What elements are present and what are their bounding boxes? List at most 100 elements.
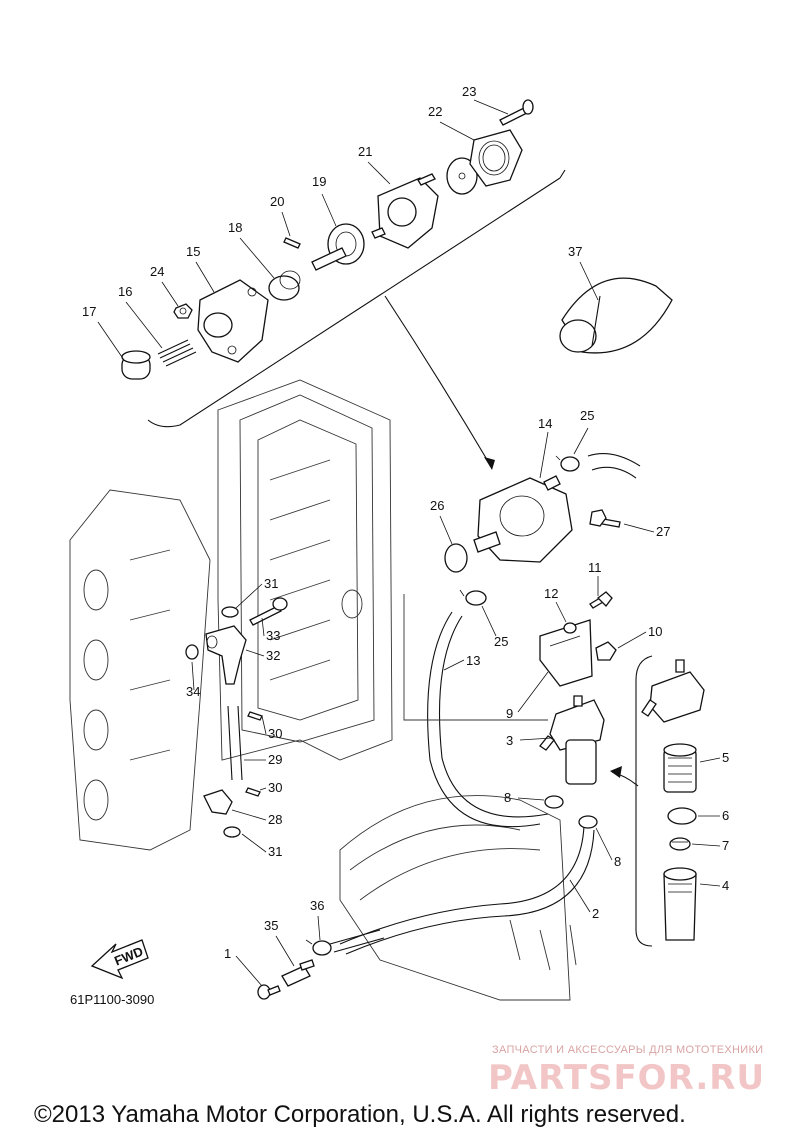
callout-36[interactable]: 36 — [310, 898, 324, 913]
callout-18[interactable]: 18 — [228, 220, 242, 235]
bottom-cowling — [339, 795, 577, 1001]
part-26-oring — [444, 543, 468, 573]
part-23-screw — [499, 99, 534, 126]
part-6-oring — [667, 807, 697, 825]
callout-1[interactable]: 1 — [224, 946, 231, 961]
watermark-site: PARTSFOR.RU — [488, 1058, 766, 1098]
part-36-clip — [305, 939, 332, 956]
callout-28[interactable]: 28 — [268, 812, 282, 827]
leader-line — [691, 843, 721, 847]
leader-line — [235, 583, 263, 609]
callout-30a[interactable]: 30 — [268, 726, 282, 741]
fwd-arrow[interactable]: FWD — [90, 939, 149, 980]
callout-6[interactable]: 6 — [722, 808, 729, 823]
part-31-washer-top — [221, 606, 239, 618]
callout-11[interactable]: 11 — [588, 560, 602, 575]
leader-line — [231, 809, 267, 821]
callout-31b[interactable]: 31 — [268, 844, 282, 859]
callout-33[interactable]: 33 — [266, 628, 280, 643]
callout-23[interactable]: 23 — [462, 84, 476, 99]
callout-10[interactable]: 10 — [648, 624, 662, 639]
leader-line — [569, 879, 591, 913]
check-valve-disk — [446, 157, 478, 195]
part-25-clip-lower — [459, 589, 487, 606]
callout-26[interactable]: 26 — [430, 498, 444, 513]
part-14-fuel-pump — [473, 475, 573, 563]
leader-line — [367, 161, 391, 185]
part-5-element — [663, 743, 697, 793]
callout-34[interactable]: 34 — [186, 684, 200, 699]
callout-35[interactable]: 35 — [264, 918, 278, 933]
detail-arrow — [384, 295, 493, 469]
part-15-cover — [197, 279, 269, 363]
part-4-cup — [663, 867, 697, 941]
leader-line — [579, 261, 599, 301]
filter-detail-bracket — [635, 655, 653, 947]
leader-line — [259, 787, 267, 791]
callout-27[interactable]: 27 — [656, 524, 670, 539]
callout-16[interactable]: 16 — [118, 284, 132, 299]
callout-21[interactable]: 21 — [358, 144, 372, 159]
callout-15[interactable]: 15 — [186, 244, 200, 259]
leader-line — [317, 915, 321, 941]
leader-line — [191, 661, 195, 691]
leader-line — [97, 321, 125, 361]
part-27-bolt — [589, 509, 621, 528]
callout-37[interactable]: 37 — [568, 244, 582, 259]
leader-line — [623, 523, 655, 533]
copyright-notice: ©2013 Yamaha Motor Corporation, U.S.A. A… — [34, 1101, 686, 1128]
leader-line — [573, 427, 589, 455]
callout-22[interactable]: 22 — [428, 104, 442, 119]
part-33-bolt — [249, 597, 288, 626]
callout-13[interactable]: 13 — [466, 653, 480, 668]
callout-3[interactable]: 3 — [506, 733, 513, 748]
leader-line — [281, 211, 291, 237]
callout-25a[interactable]: 25 — [580, 408, 594, 423]
part-37-sleeve — [559, 277, 673, 354]
callout-9[interactable]: 9 — [506, 706, 513, 721]
part-16-spring — [157, 339, 197, 367]
leader-line — [195, 261, 215, 293]
diagram-code: 61P1100-3090 — [70, 992, 155, 1007]
callout-19[interactable]: 19 — [312, 174, 326, 189]
part-19-diaphragm — [311, 223, 365, 271]
callout-14[interactable]: 14 — [538, 416, 552, 431]
callout-4[interactable]: 4 — [722, 878, 729, 893]
part-21-body — [371, 173, 439, 249]
callout-8a[interactable]: 8 — [504, 790, 511, 805]
callout-31a[interactable]: 31 — [264, 576, 278, 591]
part-35-fitting — [281, 959, 315, 987]
detail-bracket — [147, 177, 561, 428]
cylinder-head — [69, 489, 211, 851]
callout-30b[interactable]: 30 — [268, 780, 282, 795]
callout-24[interactable]: 24 — [150, 264, 164, 279]
leader-line — [481, 605, 497, 637]
part-8-clip-a — [544, 795, 564, 809]
callout-7[interactable]: 7 — [722, 838, 729, 853]
part-24-nut — [173, 303, 193, 319]
callout-8b[interactable]: 8 — [614, 854, 621, 869]
callout-5[interactable]: 5 — [722, 750, 729, 765]
part-11-bolt — [589, 591, 613, 609]
cylinder-block — [217, 379, 393, 761]
leader-line — [617, 631, 647, 649]
leader-line — [473, 99, 509, 115]
part-2-hose — [339, 825, 585, 945]
leader-line — [275, 935, 295, 967]
callout-17[interactable]: 17 — [82, 304, 96, 319]
part-25-clip-upper — [555, 455, 580, 472]
callout-12[interactable]: 12 — [544, 586, 558, 601]
leader-line — [443, 659, 465, 671]
leader-line — [439, 515, 453, 545]
filter-cap-detail — [641, 659, 705, 723]
parts-diagram: FWD 1 2 3 4 5 6 7 8 8 9 10 11 12 13 14 1… — [69, 84, 729, 1001]
callout-2[interactable]: 2 — [592, 906, 599, 921]
leader-line — [595, 827, 613, 861]
callout-32[interactable]: 32 — [266, 648, 280, 663]
part-32-joint — [205, 625, 247, 685]
part-20-pin — [283, 237, 301, 249]
leader-line — [439, 121, 475, 141]
callout-25b[interactable]: 25 — [494, 634, 508, 649]
callout-20[interactable]: 20 — [270, 194, 284, 209]
callout-29[interactable]: 29 — [268, 752, 282, 767]
